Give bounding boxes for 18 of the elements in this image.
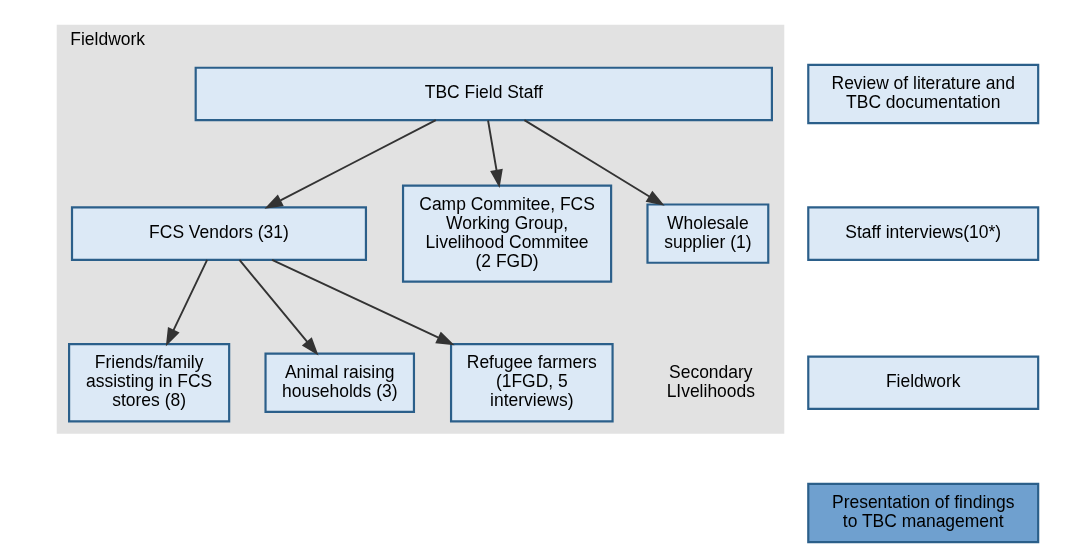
arrow [523,119,665,206]
node-box: Staff interviews(10*) [807,206,1040,261]
node-box: Presentation of findings to TBC management [807,482,1040,544]
node-box: Review of literature and TBC documentation [807,63,1040,125]
node-box: TBC Field Staff [194,66,773,122]
arrow [165,258,209,347]
label: Secondary LIvelihoods [666,361,755,401]
node-box: Animal raising households (3) [264,352,416,413]
arrow [264,119,437,209]
node-box: Refugee farmers (1FGD, 5 interviews) [449,343,614,423]
node-box: Friends/family assisting in FCS stores (8) [68,343,231,423]
arrow [238,258,319,356]
node-box: FCS Vendors (31) [70,206,368,261]
node-box: Camp Commitee, FCS Working Group, Livelihood Commitee (2 FGD) [401,184,613,283]
arrow [487,119,503,188]
node-box: Wholesale supplier (1) [646,203,770,264]
node-box: Fieldwork [807,355,1040,411]
arrow [271,258,455,346]
